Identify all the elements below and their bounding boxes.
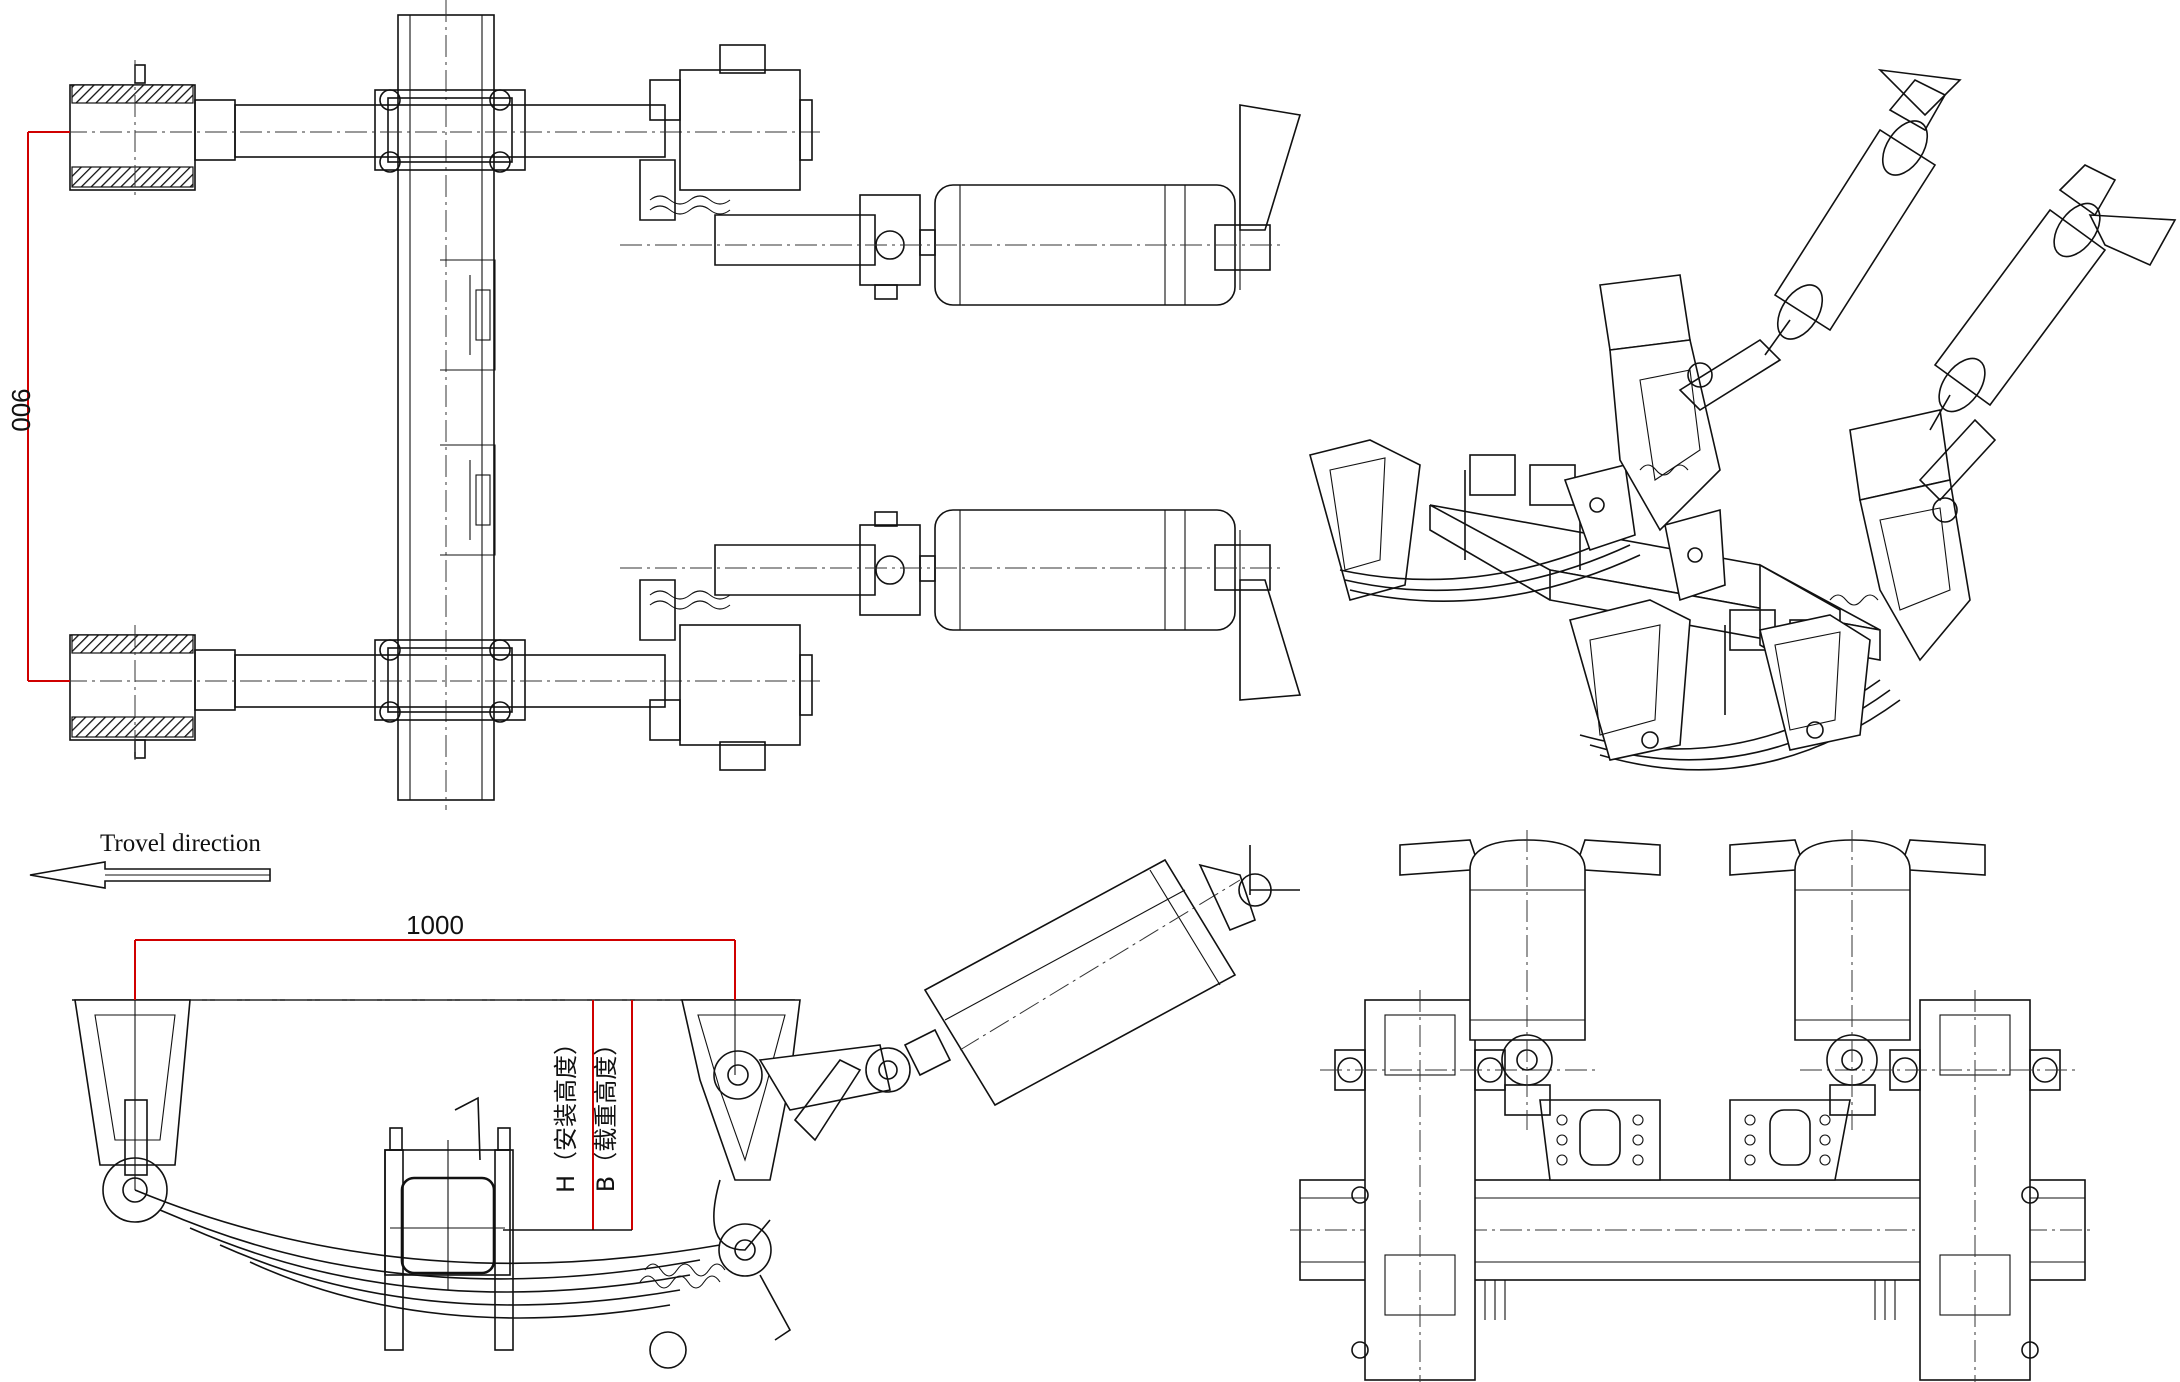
rear-hanger-left xyxy=(1320,990,1600,1382)
dimension-label-900: 900 xyxy=(6,388,36,431)
label-install-height: H（安装高度） xyxy=(552,1031,580,1193)
rear-view xyxy=(1290,830,2095,1382)
air-chamber-lower xyxy=(620,509,1302,771)
iso-cylinder-2 xyxy=(1929,164,2177,431)
dimension-1000: 1000 xyxy=(134,910,736,1190)
dimension-900: 900 xyxy=(6,131,70,682)
axle-lower xyxy=(30,625,820,760)
dimension-label-1000: 1000 xyxy=(406,910,464,940)
side-view: 1000 H（安装高度） B（载重高度） xyxy=(72,845,1300,1369)
rear-cylinder-right xyxy=(1729,830,1986,1130)
top-view: 900 xyxy=(6,0,1302,810)
travel-direction: Trovel direction xyxy=(29,830,271,889)
travel-direction-label: Trovel direction xyxy=(100,830,261,857)
iso-cylinder-1 xyxy=(1764,68,1962,356)
air-chamber-upper xyxy=(620,44,1302,306)
side-air-chamber xyxy=(903,845,1300,1107)
height-dimensions: H（安装高度） B（载重高度） xyxy=(503,1000,633,1231)
rear-hanger-right xyxy=(1800,990,2075,1382)
isometric-view xyxy=(1309,68,2177,771)
rear-cylinder-left xyxy=(1399,830,1661,1130)
label-loaded-height: B（载重高度） xyxy=(592,1032,620,1192)
axle-upper xyxy=(30,60,820,200)
